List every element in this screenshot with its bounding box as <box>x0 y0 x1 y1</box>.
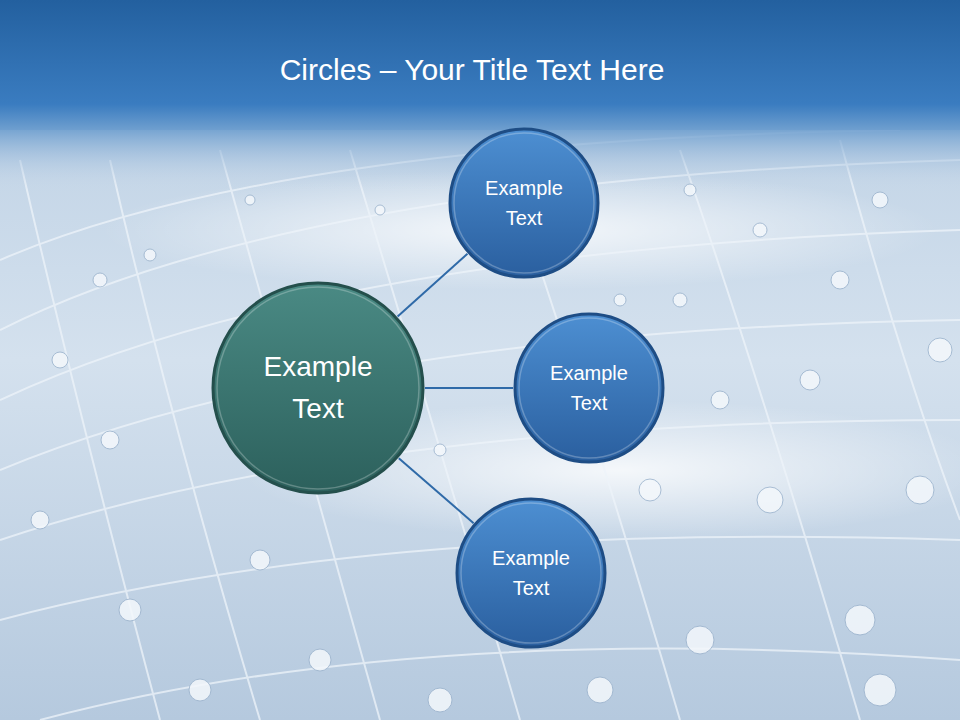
connector-line <box>398 254 468 317</box>
circle-shape <box>211 281 425 495</box>
satellite-circle: Example Text <box>513 312 665 464</box>
main-circle: Example Text <box>211 281 425 495</box>
circle-text-wrap: Example Text <box>477 173 572 233</box>
circle-label: Example Text <box>477 173 572 233</box>
circle-label: Example Text <box>484 543 579 603</box>
circle-text-wrap: Example Text <box>484 543 579 603</box>
circle-label: Example Text <box>542 358 637 418</box>
circle-text-wrap: Example Text <box>542 358 637 418</box>
circle-shape <box>455 497 607 649</box>
circle-label: Example Text <box>251 346 385 430</box>
satellite-circle: Example Text <box>455 497 607 649</box>
satellite-circle: Example Text <box>448 127 600 279</box>
connector-line <box>399 458 474 523</box>
circle-shape <box>448 127 600 279</box>
slide-title: Circles – Your Title Text Here <box>0 52 944 88</box>
connector-line <box>425 387 513 389</box>
circle-shape <box>513 312 665 464</box>
circle-text-wrap: Example Text <box>251 346 385 430</box>
